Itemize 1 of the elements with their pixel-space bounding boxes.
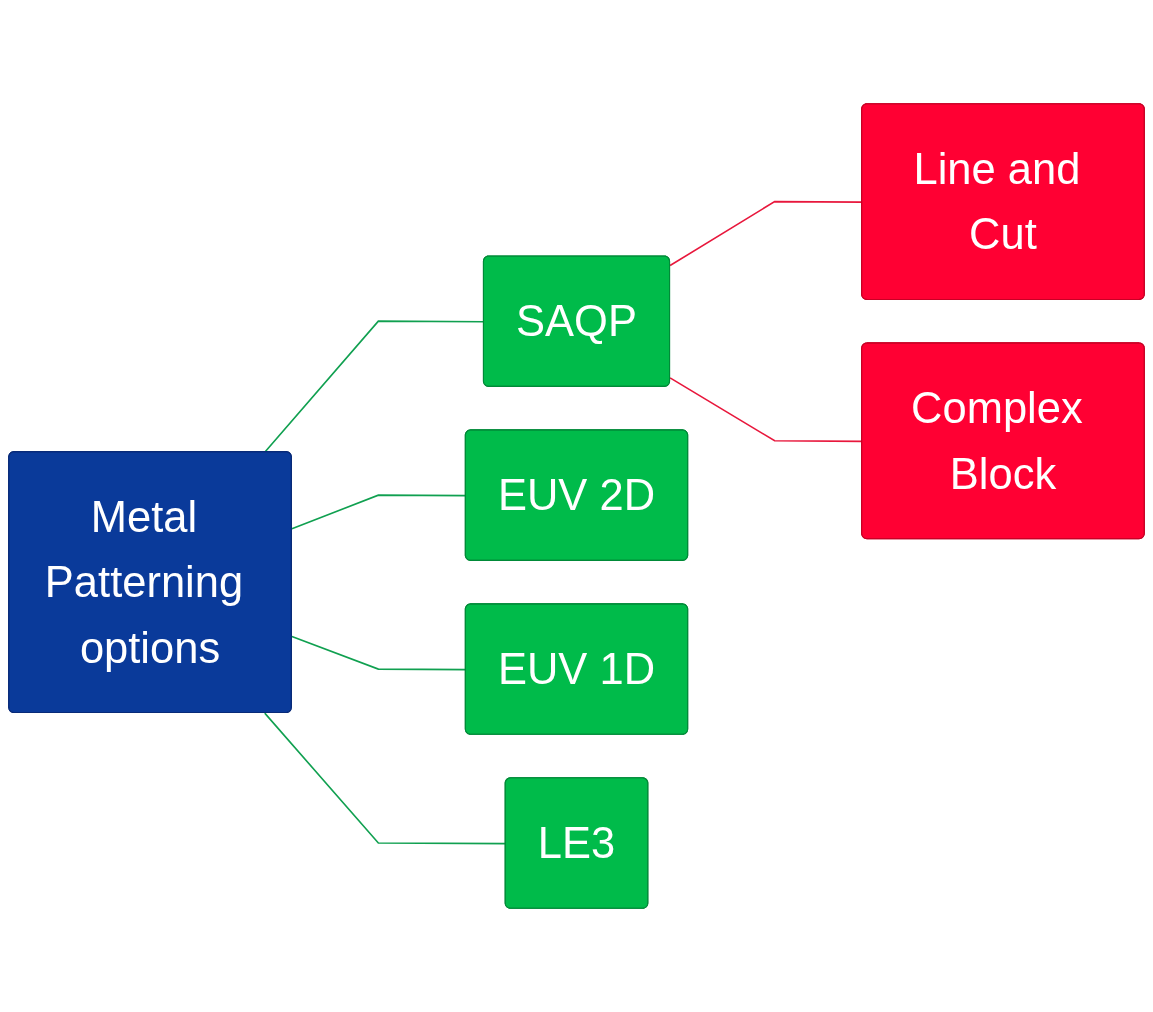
tree-diagram: Metal Patterning options SAQP EUV 2D EUV 1D LE3 Line and Cut Complex Block (0, 0, 1153, 1012)
